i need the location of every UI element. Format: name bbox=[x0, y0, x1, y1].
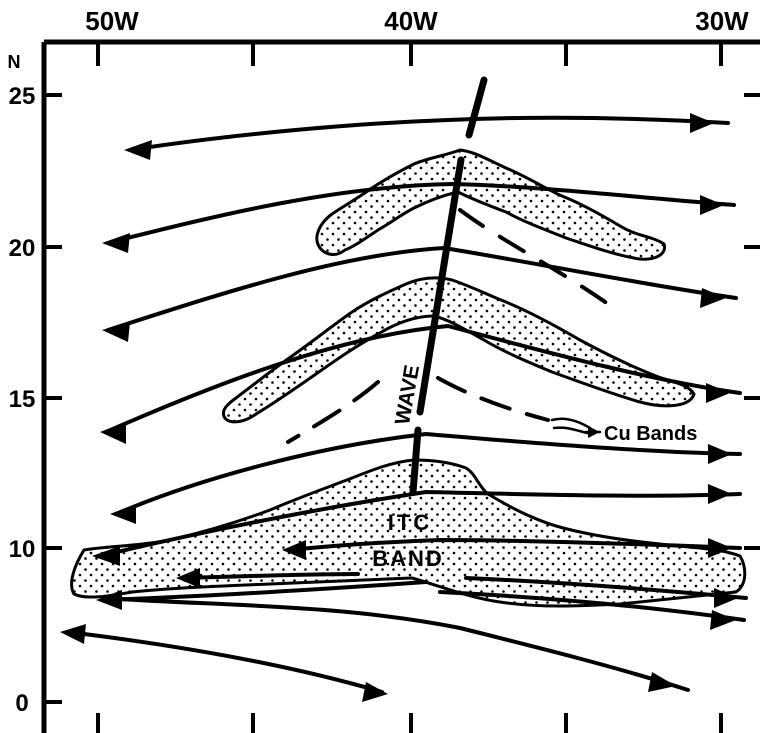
streamline-6 bbox=[98, 490, 742, 558]
lon-label-50w: 50W bbox=[85, 6, 139, 36]
itc-label: ITC bbox=[388, 510, 432, 535]
streamline-5 bbox=[114, 432, 742, 516]
streamline-1 bbox=[128, 115, 730, 152]
streamline-11 bbox=[438, 590, 746, 622]
streamline-8 bbox=[182, 572, 360, 580]
streamline-9 bbox=[464, 576, 748, 600]
upper-cloud-band bbox=[315, 148, 667, 261]
lon-label-40w: 40W bbox=[384, 6, 438, 36]
streamline-12 bbox=[102, 596, 690, 692]
lat-label-0: 0 bbox=[15, 690, 28, 717]
cu-band-dashes bbox=[286, 208, 610, 444]
streamline-10 bbox=[100, 580, 428, 602]
arrowheads bbox=[60, 113, 738, 702]
streamline-7 bbox=[288, 538, 742, 552]
lat-label-20: 20 bbox=[9, 235, 36, 262]
streamline-4 bbox=[104, 324, 742, 434]
wave-label: WAVE bbox=[391, 363, 424, 426]
left-axis-labels: N 25 20 15 10 0 bbox=[8, 52, 36, 717]
cu-bands-label: Cu Bands bbox=[604, 423, 697, 445]
wave-axis-lower bbox=[409, 426, 422, 496]
wave-axis-main bbox=[416, 156, 465, 416]
axis-ticks bbox=[44, 42, 760, 733]
lat-label-25: 25 bbox=[9, 83, 36, 110]
wave-axis-top bbox=[465, 76, 488, 139]
streamline-2 bbox=[106, 182, 736, 245]
band-label: BAND bbox=[372, 546, 444, 571]
lat-label-15: 15 bbox=[9, 386, 36, 413]
middle-cloud-band bbox=[222, 276, 696, 424]
streamlines bbox=[66, 115, 748, 694]
lat-unit-label: N bbox=[8, 52, 21, 72]
lon-label-30w: 30W bbox=[695, 6, 749, 36]
streamline-13 bbox=[66, 630, 384, 694]
lat-label-10: 10 bbox=[9, 536, 36, 563]
cloud-regions bbox=[70, 148, 747, 608]
frame bbox=[41, 39, 760, 733]
top-axis-labels: 50W 40W 30W bbox=[85, 6, 749, 36]
wave-axis bbox=[409, 76, 488, 496]
